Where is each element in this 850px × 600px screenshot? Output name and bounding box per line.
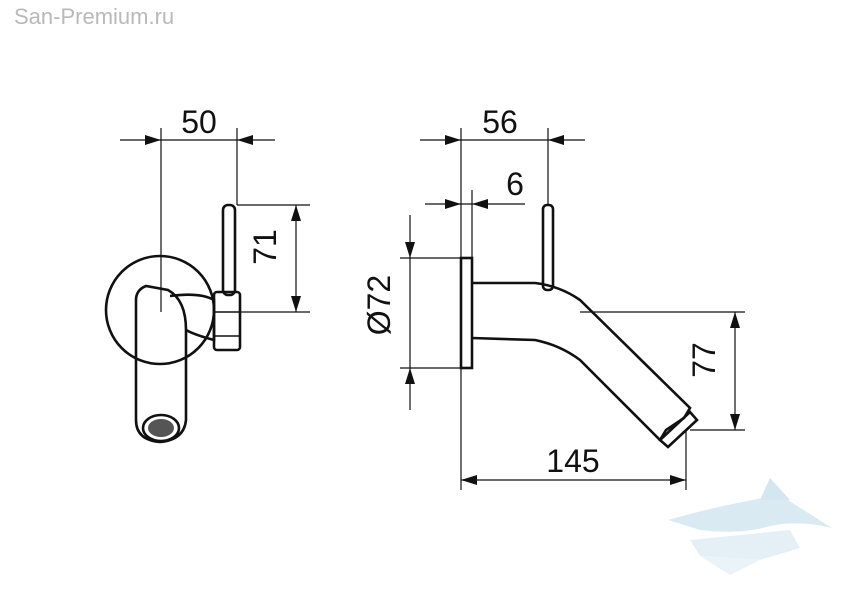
site-watermark: San-Premium.ru [14,4,175,29]
dim-front-width: 50 [181,104,217,140]
dim-side-offset: 6 [506,166,524,202]
side-aerator [658,410,699,449]
dim-side-length: 145 [546,443,599,479]
side-flange [459,256,474,370]
front-mixer-body [212,290,242,352]
front-aerator-mesh [148,419,174,437]
front-lever [221,203,237,297]
side-lever [541,203,555,292]
front-spout [134,284,188,444]
side-spout [471,281,692,443]
side-view: 56 6 Ø72 77 145 [361,104,745,490]
front-aerator [141,413,181,443]
front-rosette [104,254,216,366]
dim-side-diameter: Ø72 [361,275,397,335]
dim-front-height: 71 [247,229,283,265]
dim-side-spout-height: 77 [686,342,722,378]
bathtub-wave-logo-icon [668,478,832,575]
front-view: 50 71 [104,104,310,444]
dim-side-depth: 56 [482,104,518,140]
front-body-joint [169,293,216,342]
